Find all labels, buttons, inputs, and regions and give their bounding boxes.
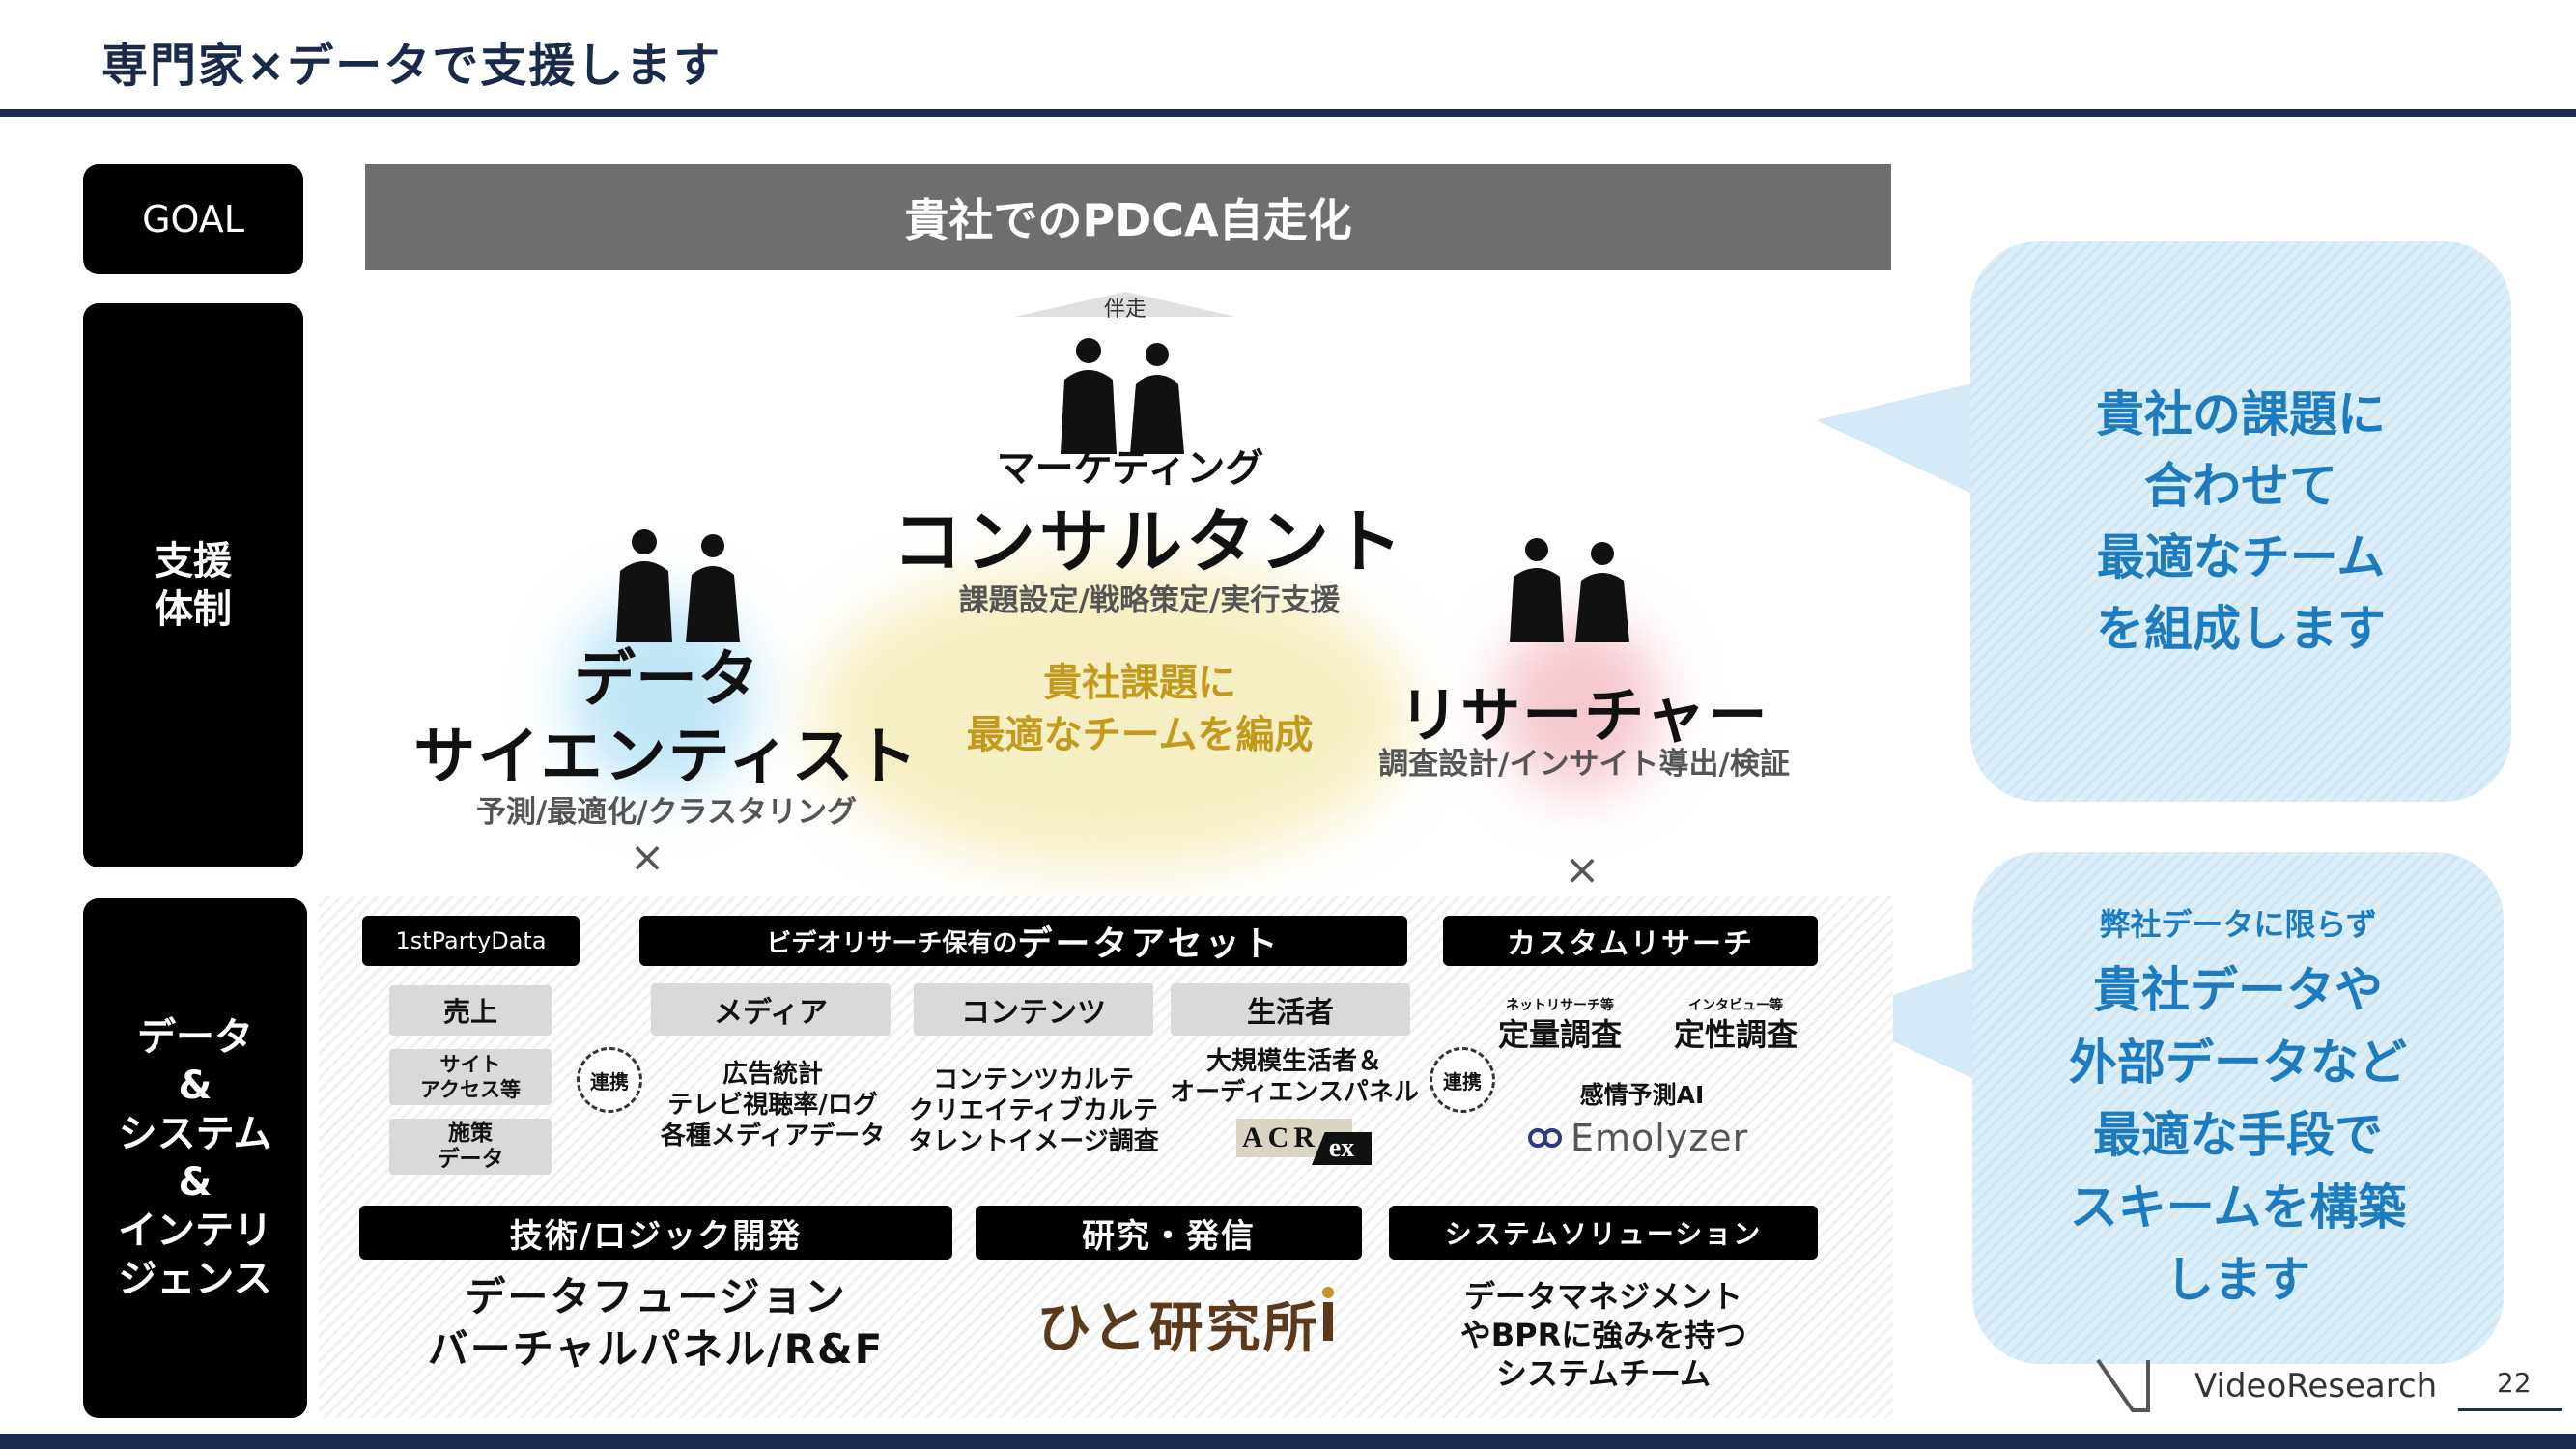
link-badge-left: 連携 — [577, 1047, 642, 1113]
fp-item-sales: 売上 — [389, 985, 552, 1036]
bubble-bottom-tail — [1835, 966, 1980, 1082]
vr-asset-header-prefix: ビデオリサーチ保有の — [766, 928, 1018, 958]
emolyzer-logo: Emolyzer — [1528, 1114, 1779, 1162]
header-rule — [0, 109, 2576, 117]
system-text: データマネジメント やBPRに強みを持つ システムチーム — [1459, 1278, 1747, 1392]
scientist-title-2: サイエンティスト — [413, 722, 920, 793]
page-number-rule — [2458, 1408, 2562, 1411]
bubble-top-text: 貴社の課題に 合わせて 最適なチーム を組成します — [2096, 386, 2386, 657]
fp-item-site-access: サイト アクセス等 — [389, 1049, 552, 1105]
tech-text: データフュージョン バーチャルパネル/R&F — [427, 1273, 885, 1373]
hito-lab-figure-icon — [1322, 1287, 1334, 1341]
cross-left: × — [629, 833, 665, 882]
scientist-title-1: データ — [574, 644, 759, 716]
center-message: 貴社課題に 最適なチームを編成 — [966, 661, 1314, 757]
vr-asset-header-main: データアセット — [1017, 924, 1281, 964]
consultant-sub: マーケティング — [996, 446, 1264, 491]
consultant-title: コンサルタント — [892, 501, 1406, 582]
first-party-header: 1stPartyData — [362, 916, 580, 966]
vr-asset-header: ビデオリサーチ保有の データアセット — [639, 916, 1407, 966]
system-header: システムソリューション — [1389, 1206, 1818, 1260]
qual-small: インタビュー等 — [1688, 998, 1783, 1013]
footer-rule — [0, 1434, 2576, 1449]
emolyzer-wordmark: Emolyzer — [1571, 1117, 1749, 1159]
acr-ex-logo: ACR ex — [1236, 1119, 1372, 1165]
data-label: データ & システム & インテリ ジェンス — [83, 898, 307, 1418]
page-number: 22 — [2497, 1367, 2532, 1399]
research-header: 研究・発信 — [976, 1206, 1362, 1260]
consultant-glow — [811, 560, 1410, 869]
quant-label: 定量調査 — [1497, 1016, 1622, 1053]
emotion-ai-label: 感情予測AI — [1579, 1081, 1705, 1109]
scientist-desc: 予測/最適化/クラスタリング — [475, 795, 858, 830]
vr-brand-mark-icon — [2096, 1358, 2150, 1412]
vr-consumer-desc: 大規模生活者＆ オーディエンスパネル — [1170, 1047, 1419, 1107]
researcher-desc: 調査設計/インサイト導出/検証 — [1378, 747, 1790, 781]
vr-contents-desc: コンテンツカルテ クリエイティブカルテ タレントイメージ調査 — [908, 1065, 1159, 1156]
hito-lab-logo: ひと研究所 — [1036, 1297, 1320, 1360]
consultant-people-icon — [1061, 338, 1184, 454]
qual-label: 定性調査 — [1673, 1016, 1798, 1053]
researcher-people-icon — [1510, 538, 1629, 642]
vr-col-contents: コンテンツ — [914, 983, 1153, 1036]
accompany-triangle — [1014, 292, 1236, 317]
accompany-label: 伴走 — [1103, 298, 1146, 322]
vr-col-consumer: 生活者 — [1171, 983, 1410, 1036]
bubble-top-tail — [1816, 382, 1980, 497]
slide-title: 専門家×データで支援します — [101, 39, 722, 93]
custom-research-header: カスタムリサーチ — [1443, 916, 1818, 966]
bubble-bottom-small: 弊社データに限らず — [2099, 905, 2377, 943]
bubble-bottom-text: 貴社データや 外部データなど 最適な手段で スキームを構築 します — [2069, 961, 2407, 1308]
bubble-top: 貴社の課題に 合わせて 最適なチーム を組成します — [1970, 242, 2511, 802]
scientist-people-icon — [616, 529, 740, 642]
brand-name: VideoResearch — [2194, 1367, 2438, 1406]
goal-bar: 貴社でのPDCA自走化 — [365, 164, 1891, 270]
bubble-bottom: 弊社データに限らず 貴社データや 外部データなど 最適な手段で スキームを構築 … — [1972, 852, 2504, 1364]
vr-col-media: メディア — [651, 983, 891, 1036]
researcher-title: リサーチャー — [1399, 680, 1769, 751]
researcher-glow — [1497, 618, 1661, 792]
consultant-desc: 課題設定/戦略策定/実行支援 — [958, 583, 1341, 618]
support-label: 支援 体制 — [83, 303, 303, 867]
fp-item-campaign: 施策 データ — [389, 1119, 552, 1175]
cross-right: × — [1564, 845, 1600, 895]
goal-label: GOAL — [83, 164, 303, 274]
quant-small: ネットリサーチ等 — [1506, 998, 1614, 1013]
tech-header: 技術/ロジック開発 — [359, 1206, 952, 1260]
link-badge-right: 連携 — [1430, 1047, 1495, 1113]
vr-media-desc: 広告統計 テレビ視聴率/ログ 各種メディアデータ — [660, 1060, 886, 1151]
emolyzer-mark-icon — [1528, 1128, 1562, 1148]
